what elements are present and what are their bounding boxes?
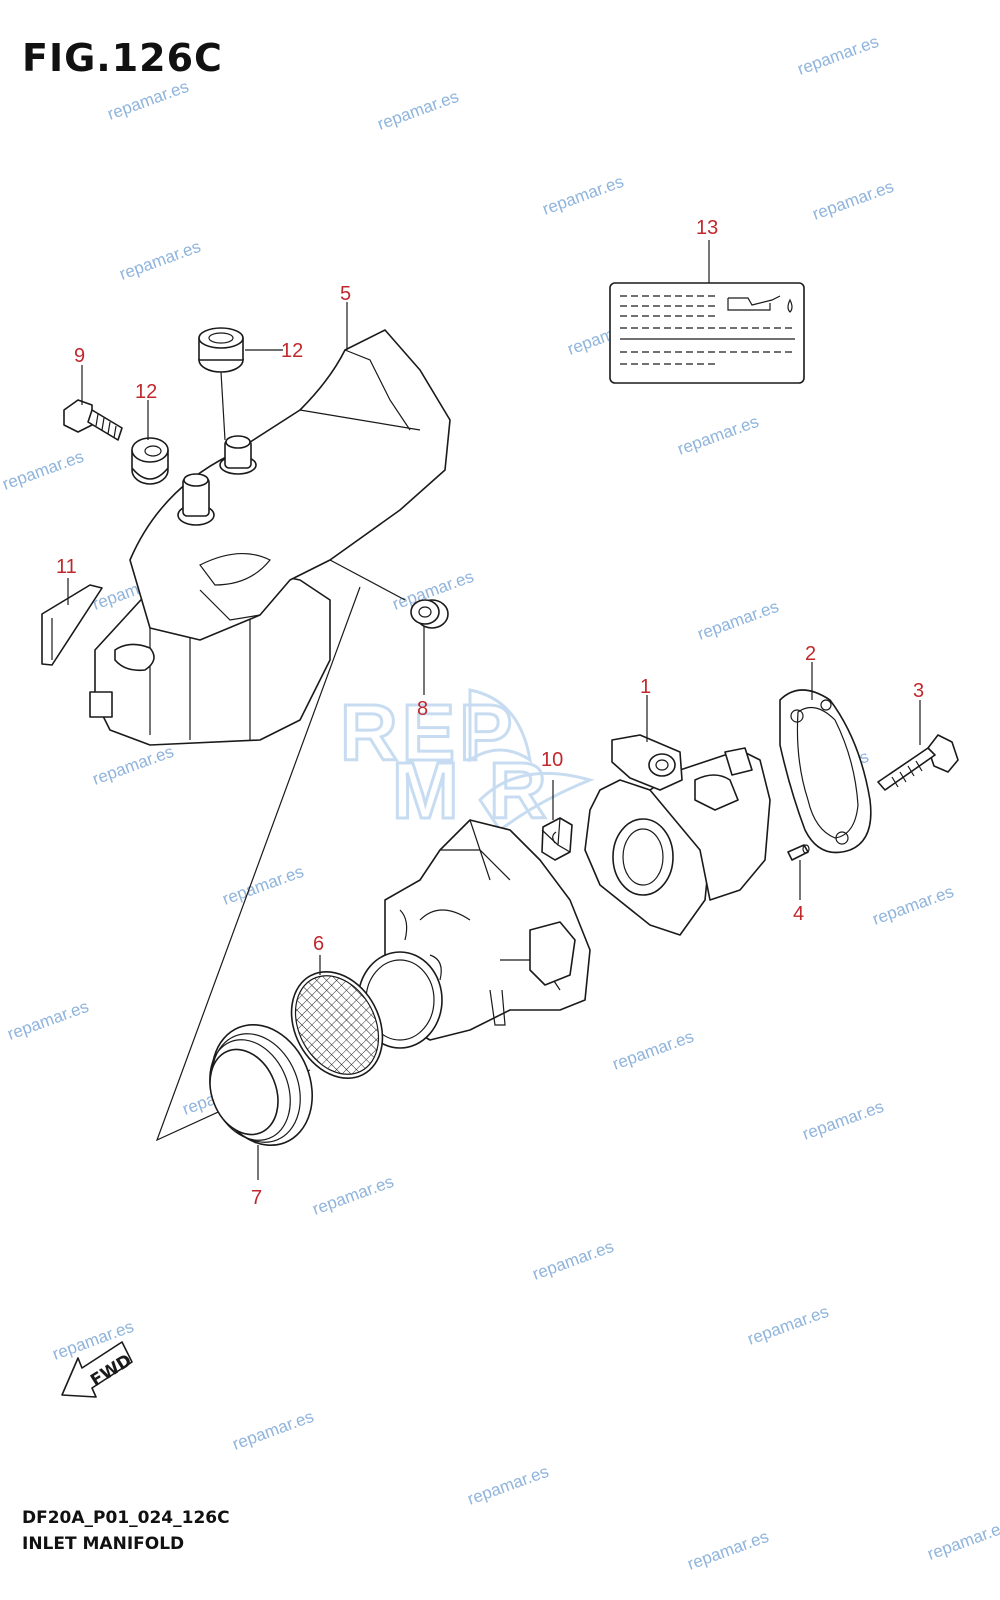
intake-silencer-case: [89, 329, 451, 746]
figure-title: FIG.126C: [22, 36, 223, 80]
watermark-text: repamar.es: [695, 597, 781, 644]
callout-12-lower: 12: [135, 381, 157, 403]
watermark-text: repamar.es: [310, 1172, 396, 1219]
callout-13: 13: [696, 217, 718, 239]
watermark-text: repamar.es: [220, 862, 306, 909]
callout-5: 5: [340, 283, 351, 305]
watermark-text: repamar.es: [117, 237, 203, 284]
callout-10: 10: [541, 749, 563, 771]
seal-sponge-11: [41, 584, 103, 666]
bolt-3: [877, 734, 959, 791]
svg-text:REP: REP: [340, 688, 517, 777]
callout-1: 1: [640, 676, 651, 698]
callout-3: 3: [913, 680, 924, 702]
watermark-text: repamar.es: [795, 32, 881, 79]
watermark-text: repamar.es: [610, 1027, 696, 1074]
watermark-text: repamar.es: [90, 742, 176, 789]
watermark-text: repamar.es: [5, 997, 91, 1044]
watermark-text: repamar.es: [685, 1527, 771, 1574]
caution-label-13: [609, 282, 805, 384]
watermark-text: repamar.es: [375, 87, 461, 134]
callout-12-upper: 12: [281, 340, 303, 362]
watermark-text: repamar.es: [745, 1302, 831, 1349]
callout-4: 4: [793, 903, 804, 925]
watermark-text: repamar.es: [675, 412, 761, 459]
watermark-text: repamar.es: [230, 1407, 316, 1454]
dowel-pin-4: [787, 844, 810, 861]
seal-ring-7: [209, 1023, 314, 1147]
grommet-lower: [131, 437, 169, 485]
figure-name: INLET MANIFOLD: [22, 1534, 185, 1554]
watermark-text: repamar.es: [870, 882, 956, 929]
leader-grommet-upper: [220, 371, 226, 441]
callout-9: 9: [74, 345, 85, 367]
callout-8: 8: [417, 698, 428, 720]
callout-2: 2: [805, 643, 816, 665]
callout-7: 7: [251, 1187, 262, 1209]
figure-code: DF20A_P01_024_126C: [22, 1508, 230, 1528]
grommet-8: [410, 599, 449, 629]
callout-11: 11: [56, 556, 77, 578]
watermark-text: repamar.es: [800, 1097, 886, 1144]
watermark-text: repamar.es: [810, 177, 896, 224]
nut-10: [541, 817, 573, 861]
watermark-text: repamar.es: [530, 1237, 616, 1284]
inlet-manifold-1: [584, 734, 771, 936]
callout-6: 6: [313, 933, 324, 955]
grommet-upper: [198, 327, 244, 373]
watermark-text: repamar.es: [0, 447, 86, 494]
leader-grommet-8-case: [329, 559, 406, 601]
bolt-9: [63, 399, 123, 441]
watermark-text: repamar.es: [540, 172, 626, 219]
watermark-text: repamar.es: [925, 1517, 1000, 1564]
watermark-text: repamar.es: [105, 77, 191, 124]
gasket-2: [779, 689, 872, 854]
watermark-text: repamar.es: [465, 1462, 551, 1509]
